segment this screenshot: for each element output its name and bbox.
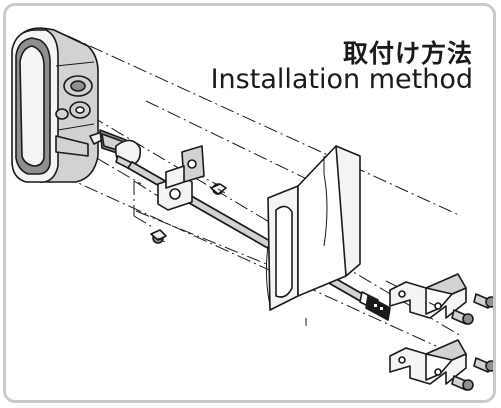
gauge-housing bbox=[11, 27, 99, 183]
screw-upper bbox=[210, 183, 227, 195]
guide-lines bbox=[40, 35, 462, 347]
bolt-lower-left bbox=[451, 375, 474, 391]
bolt-upper-left bbox=[451, 309, 474, 325]
mounting-tube bbox=[265, 145, 361, 326]
bolt-lower-right bbox=[473, 357, 493, 373]
u-bracket-lower bbox=[389, 339, 467, 385]
cable-end-connector bbox=[359, 291, 391, 321]
title-japanese: 取付け方法 bbox=[342, 39, 473, 68]
diagram-frame: .ln { stroke:#1a1a1a; stroke-width:1.6; … bbox=[3, 3, 496, 403]
connector-plug bbox=[89, 129, 142, 171]
bolt-upper-right bbox=[473, 293, 493, 309]
cable-clamp bbox=[157, 145, 205, 211]
screw-lower bbox=[150, 229, 167, 244]
title-english: Installation method bbox=[210, 64, 473, 95]
installation-diagram: .ln { stroke:#1a1a1a; stroke-width:1.6; … bbox=[11, 27, 493, 391]
u-bracket-upper bbox=[389, 273, 467, 319]
